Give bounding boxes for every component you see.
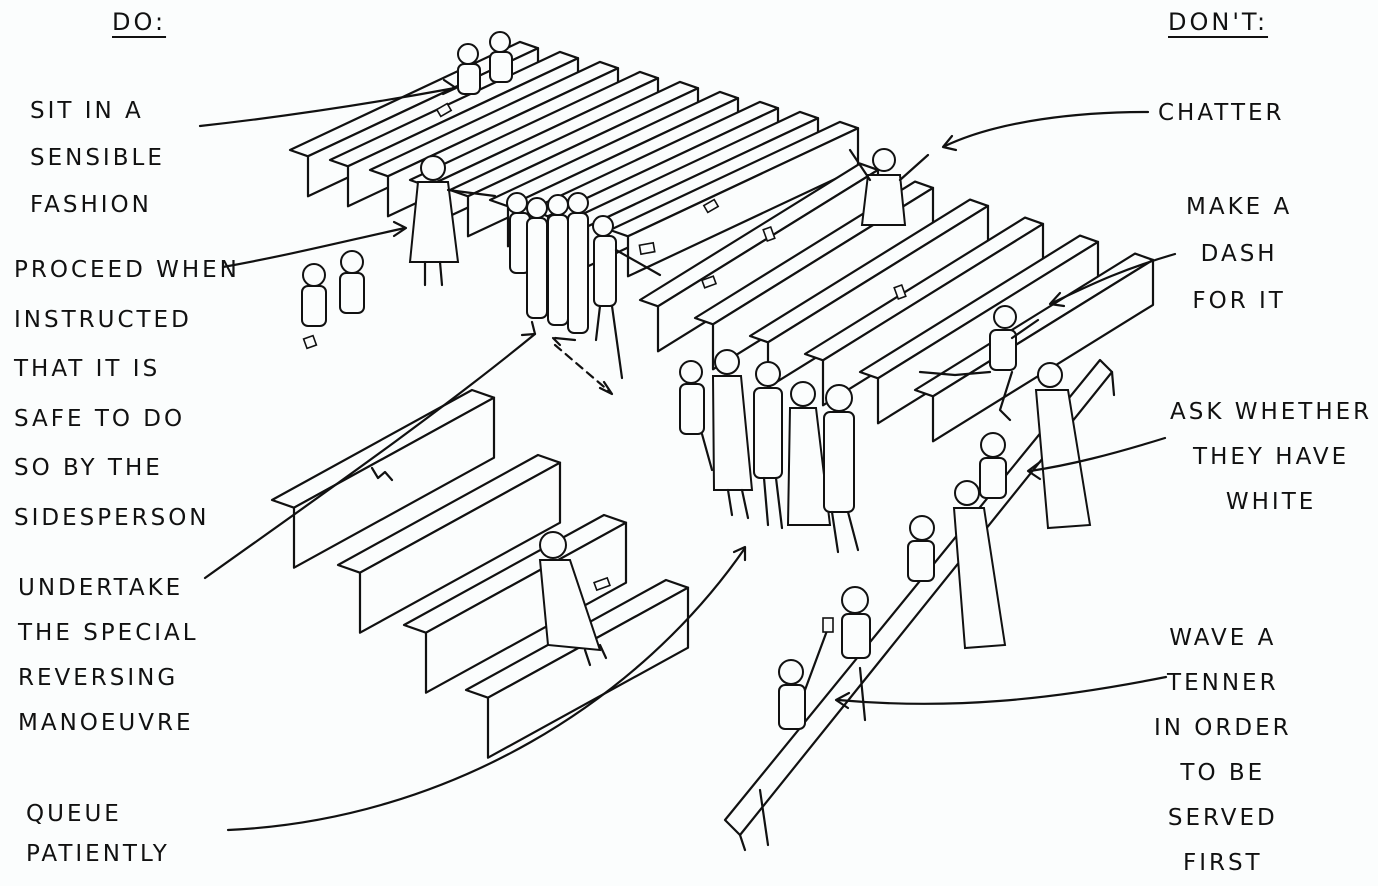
do-proceed-when-instructed-label: PROCEED WHEN INSTRUCTED THAT IT IS SAFE … [14, 246, 240, 543]
dont-heading: DON'T: [1168, 8, 1268, 36]
do-reversing-manoeuvre-label: UNDERTAKE THE SPECIAL REVERSING MANOEUVR… [18, 566, 199, 746]
dont-ask-for-white-label: ASK WHETHER THEY HAVE WHITE [1170, 390, 1372, 525]
dont-make-a-dash-label: MAKE A DASH FOR IT [1186, 184, 1292, 325]
pews-front-left [272, 390, 688, 758]
do-queue-patiently-label: QUEUE PATIENTLY [26, 794, 170, 874]
dont-chatter-label: CHATTER [1158, 90, 1285, 137]
dont-wave-a-tenner-label: WAVE A TENNER IN ORDER TO BE SERVED FIRS… [1154, 616, 1292, 886]
do-heading: DO: [112, 8, 166, 36]
do-sit-sensibly-label: SIT IN A SENSIBLE FASHION [30, 88, 165, 229]
